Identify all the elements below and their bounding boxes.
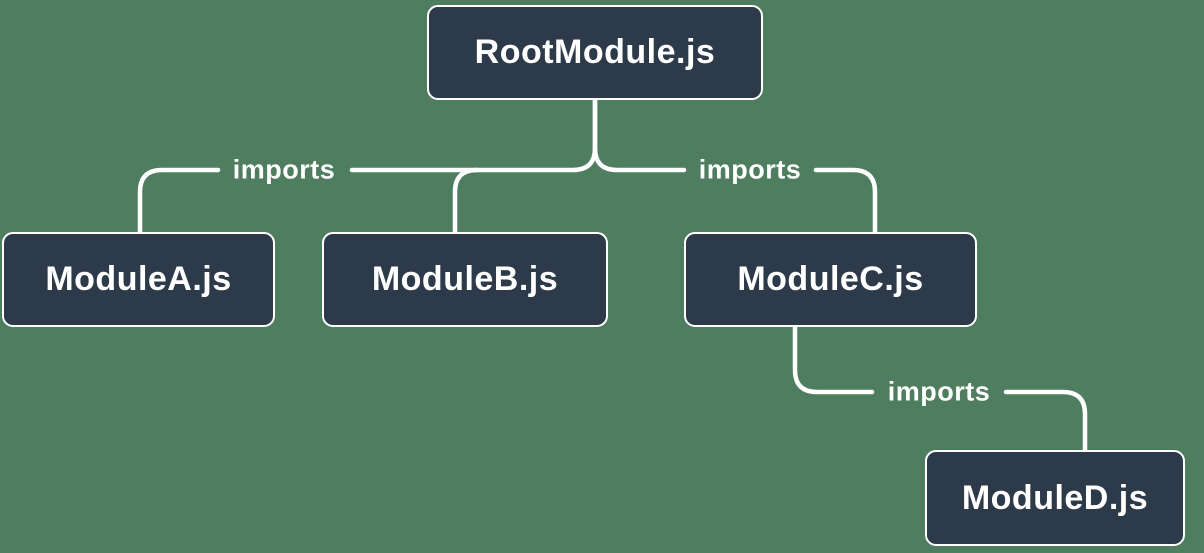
node-moduled: ModuleD.js <box>925 450 1185 546</box>
node-modulea: ModuleA.js <box>2 232 275 327</box>
edge-label-imports-moduleA: imports <box>232 154 336 185</box>
node-modulec: ModuleC.js <box>684 232 977 327</box>
edge-root-to-moduleC-segment2 <box>813 167 878 235</box>
edge-root-to-moduleB <box>452 167 480 235</box>
edge-moduleC-to-moduleD-segment1 <box>792 324 875 395</box>
edge-root-to-moduleA-segment1 <box>349 97 598 173</box>
edge-label-imports-moduleC: imports <box>698 154 802 185</box>
edge-moduleC-to-moduleD-segment2 <box>1003 389 1088 453</box>
node-moduleb: ModuleB.js <box>322 232 608 327</box>
edge-root-to-moduleC-segment1 <box>592 97 687 173</box>
edge-label-imports-moduleD: imports <box>887 376 991 407</box>
node-rootmodule: RootModule.js <box>427 5 763 100</box>
node-moduled-label: ModuleD.js <box>961 478 1149 517</box>
edge-root-to-moduleA-segment2 <box>137 167 221 235</box>
node-modulea-label: ModuleA.js <box>45 260 232 298</box>
node-modulec-label: ModuleC.js <box>737 260 924 298</box>
node-rootmodule-label: RootModule.js <box>474 33 716 71</box>
node-moduleb-label: ModuleB.js <box>371 260 559 298</box>
